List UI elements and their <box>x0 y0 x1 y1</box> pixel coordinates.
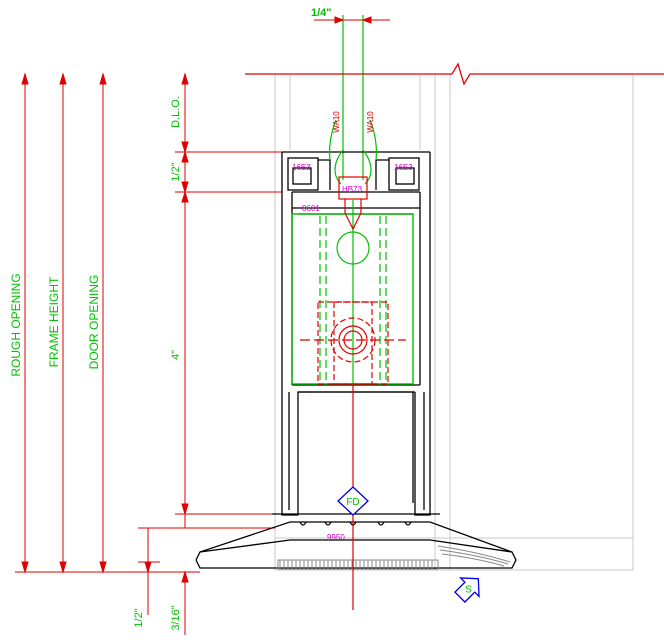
door-sweep <box>277 545 511 570</box>
frame-profile <box>195 151 517 569</box>
background-outline <box>274 75 634 571</box>
dim-top-width: 1/4" <box>311 7 332 19</box>
label-rough-opening: ROUGH OPENING <box>9 273 23 376</box>
part-wa10-right: WA10 <box>366 111 375 133</box>
fd-mark-label: FD <box>346 497 359 508</box>
lock-hardware <box>300 176 406 610</box>
glass-pane <box>342 15 364 180</box>
label-frame-height: FRAME HEIGHT <box>47 276 61 367</box>
dim-four-inch: 4" <box>170 350 182 360</box>
glazing-gaskets <box>291 119 414 385</box>
part-8601: 8601 <box>302 204 320 213</box>
dim-dlo: D.L.O. <box>170 96 182 128</box>
dim-three-sixteenths: 3/16" <box>170 605 182 630</box>
break-line <box>245 62 664 86</box>
s-mark-arrow: S <box>454 577 480 603</box>
dim-half-inch-bottom: 1/2" <box>133 608 145 627</box>
s-mark-label: S <box>465 585 472 596</box>
part-wa10-left: WA10 <box>332 111 341 133</box>
dimension-lines <box>15 16 390 635</box>
label-door-opening: DOOR OPENING <box>87 275 101 370</box>
fd-mark: FD <box>337 486 369 516</box>
dim-half-inch-top: 1/2" <box>170 162 182 181</box>
part-16e3-left: 16E3 <box>292 163 311 172</box>
part-hb73: HB73 <box>342 185 363 194</box>
part-9950: 9950 <box>327 533 345 542</box>
part-16e3-right: 16E3 <box>394 163 413 172</box>
